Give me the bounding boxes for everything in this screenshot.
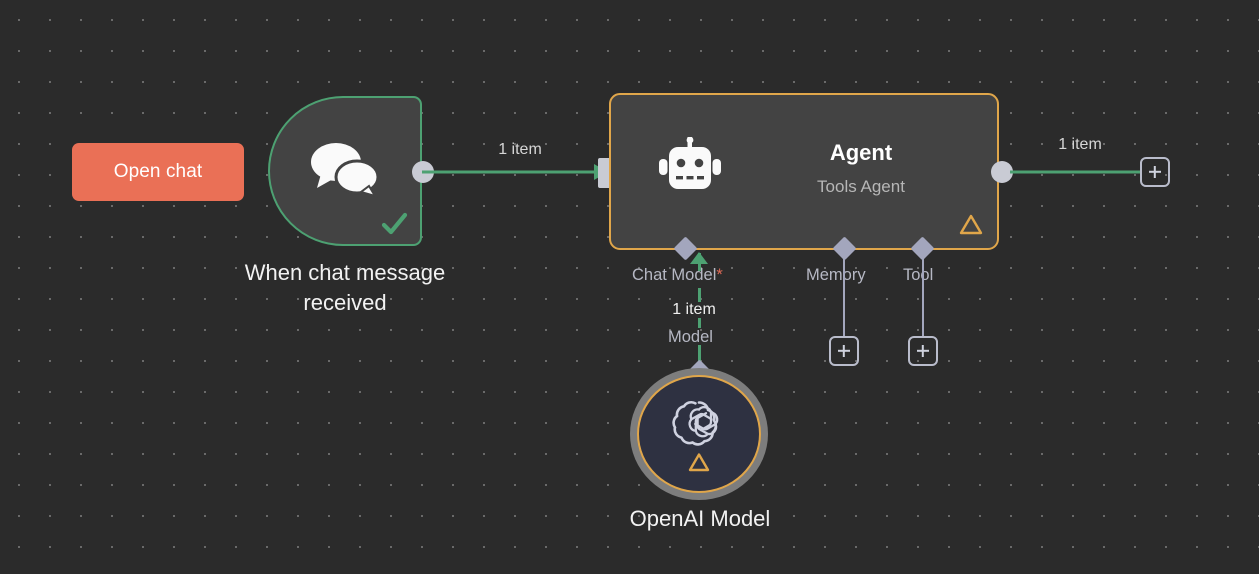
node-openai-model[interactable] — [630, 368, 768, 500]
port-label-chat-model-text: Chat Model — [632, 266, 717, 284]
node-agent[interactable]: Agent Tools Agent — [609, 93, 999, 250]
openai-logo-icon — [672, 400, 719, 446]
edge-chat-model-seg1 — [698, 253, 701, 271]
stem-memory — [843, 253, 846, 338]
edge-chat-model-seg2 — [698, 288, 701, 302]
edge-label-chat-model-items: 1 item — [672, 301, 716, 318]
openai-node-inner — [637, 375, 761, 493]
stem-tool — [922, 253, 925, 338]
add-memory-button[interactable] — [829, 336, 859, 366]
robot-icon — [659, 137, 721, 189]
warning-triangle-icon[interactable] — [959, 213, 983, 235]
add-tool-button[interactable] — [908, 336, 938, 366]
agent-title: Agent — [829, 140, 893, 165]
node-label-openai-model: OpenAI Model — [629, 506, 771, 531]
edge-trigger-to-agent[interactable] — [422, 163, 612, 181]
add-node-button-main[interactable] — [1140, 157, 1170, 187]
edge-label-agent-output: 1 item — [1058, 136, 1102, 153]
port-label-tool: Tool — [903, 266, 934, 284]
checkmark-icon — [381, 212, 408, 235]
port-label-chat-model: Chat Model* — [632, 266, 723, 285]
node-label-trigger: When chat message received — [244, 260, 446, 315]
required-marker: * — [716, 266, 723, 284]
edge-label-model: Model — [668, 328, 713, 346]
port-label-memory: Memory — [806, 266, 866, 284]
warning-triangle-icon[interactable] — [688, 452, 710, 472]
edge-label-trigger-to-agent: 1 item — [498, 141, 542, 158]
edge-agent-to-add[interactable] — [1010, 168, 1142, 176]
chat-bubbles-icon — [311, 143, 380, 198]
node-when-chat-message-received[interactable] — [268, 96, 422, 246]
edge-chat-model-seg4 — [698, 345, 701, 371]
agent-subtitle: Tools Agent — [817, 177, 905, 196]
edge-chat-model-seg3 — [698, 318, 701, 328]
agent-output-port[interactable] — [991, 161, 1013, 183]
open-chat-button[interactable]: Open chat — [72, 143, 244, 201]
